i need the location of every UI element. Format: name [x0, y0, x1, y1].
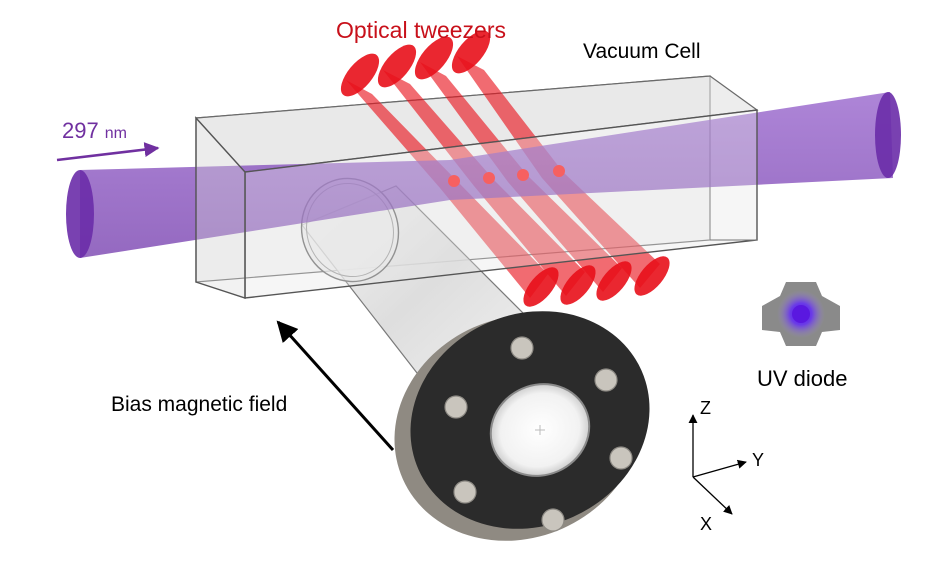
axis-y-label: Y — [752, 450, 764, 470]
wavelength-arrow — [56, 142, 160, 162]
wavelength-value: 297 — [62, 118, 99, 143]
flange — [394, 311, 650, 541]
axis-y-arrow — [692, 459, 747, 478]
uv-beam-output-aperture — [875, 92, 901, 178]
flange-bolt-holes — [444, 336, 633, 532]
axis-x-arrow — [692, 476, 733, 515]
atom-3 — [517, 169, 529, 181]
coordinate-axes — [688, 414, 747, 515]
atom-4 — [553, 165, 565, 177]
bias-field-arrow — [276, 320, 395, 452]
vacuum-cell-label: Vacuum Cell — [583, 40, 701, 63]
axis-z-label: Z — [700, 398, 711, 418]
trapped-atoms — [448, 165, 565, 187]
diode-core — [792, 305, 810, 323]
optical-tweezers-label: Optical tweezers — [336, 17, 506, 43]
wavelength-unit: nm — [105, 125, 127, 142]
vacuum-cell-front — [195, 109, 758, 299]
atom-2 — [483, 172, 495, 184]
atom-1 — [448, 175, 460, 187]
axis-x-label: X — [700, 514, 712, 534]
uv-beam-input-aperture — [66, 170, 94, 258]
wavelength-label: 297 nm — [62, 118, 127, 143]
bias-field-label: Bias magnetic field — [111, 393, 287, 416]
uv-diode — [762, 282, 840, 346]
uv-diode-label: UV diode — [757, 366, 848, 391]
